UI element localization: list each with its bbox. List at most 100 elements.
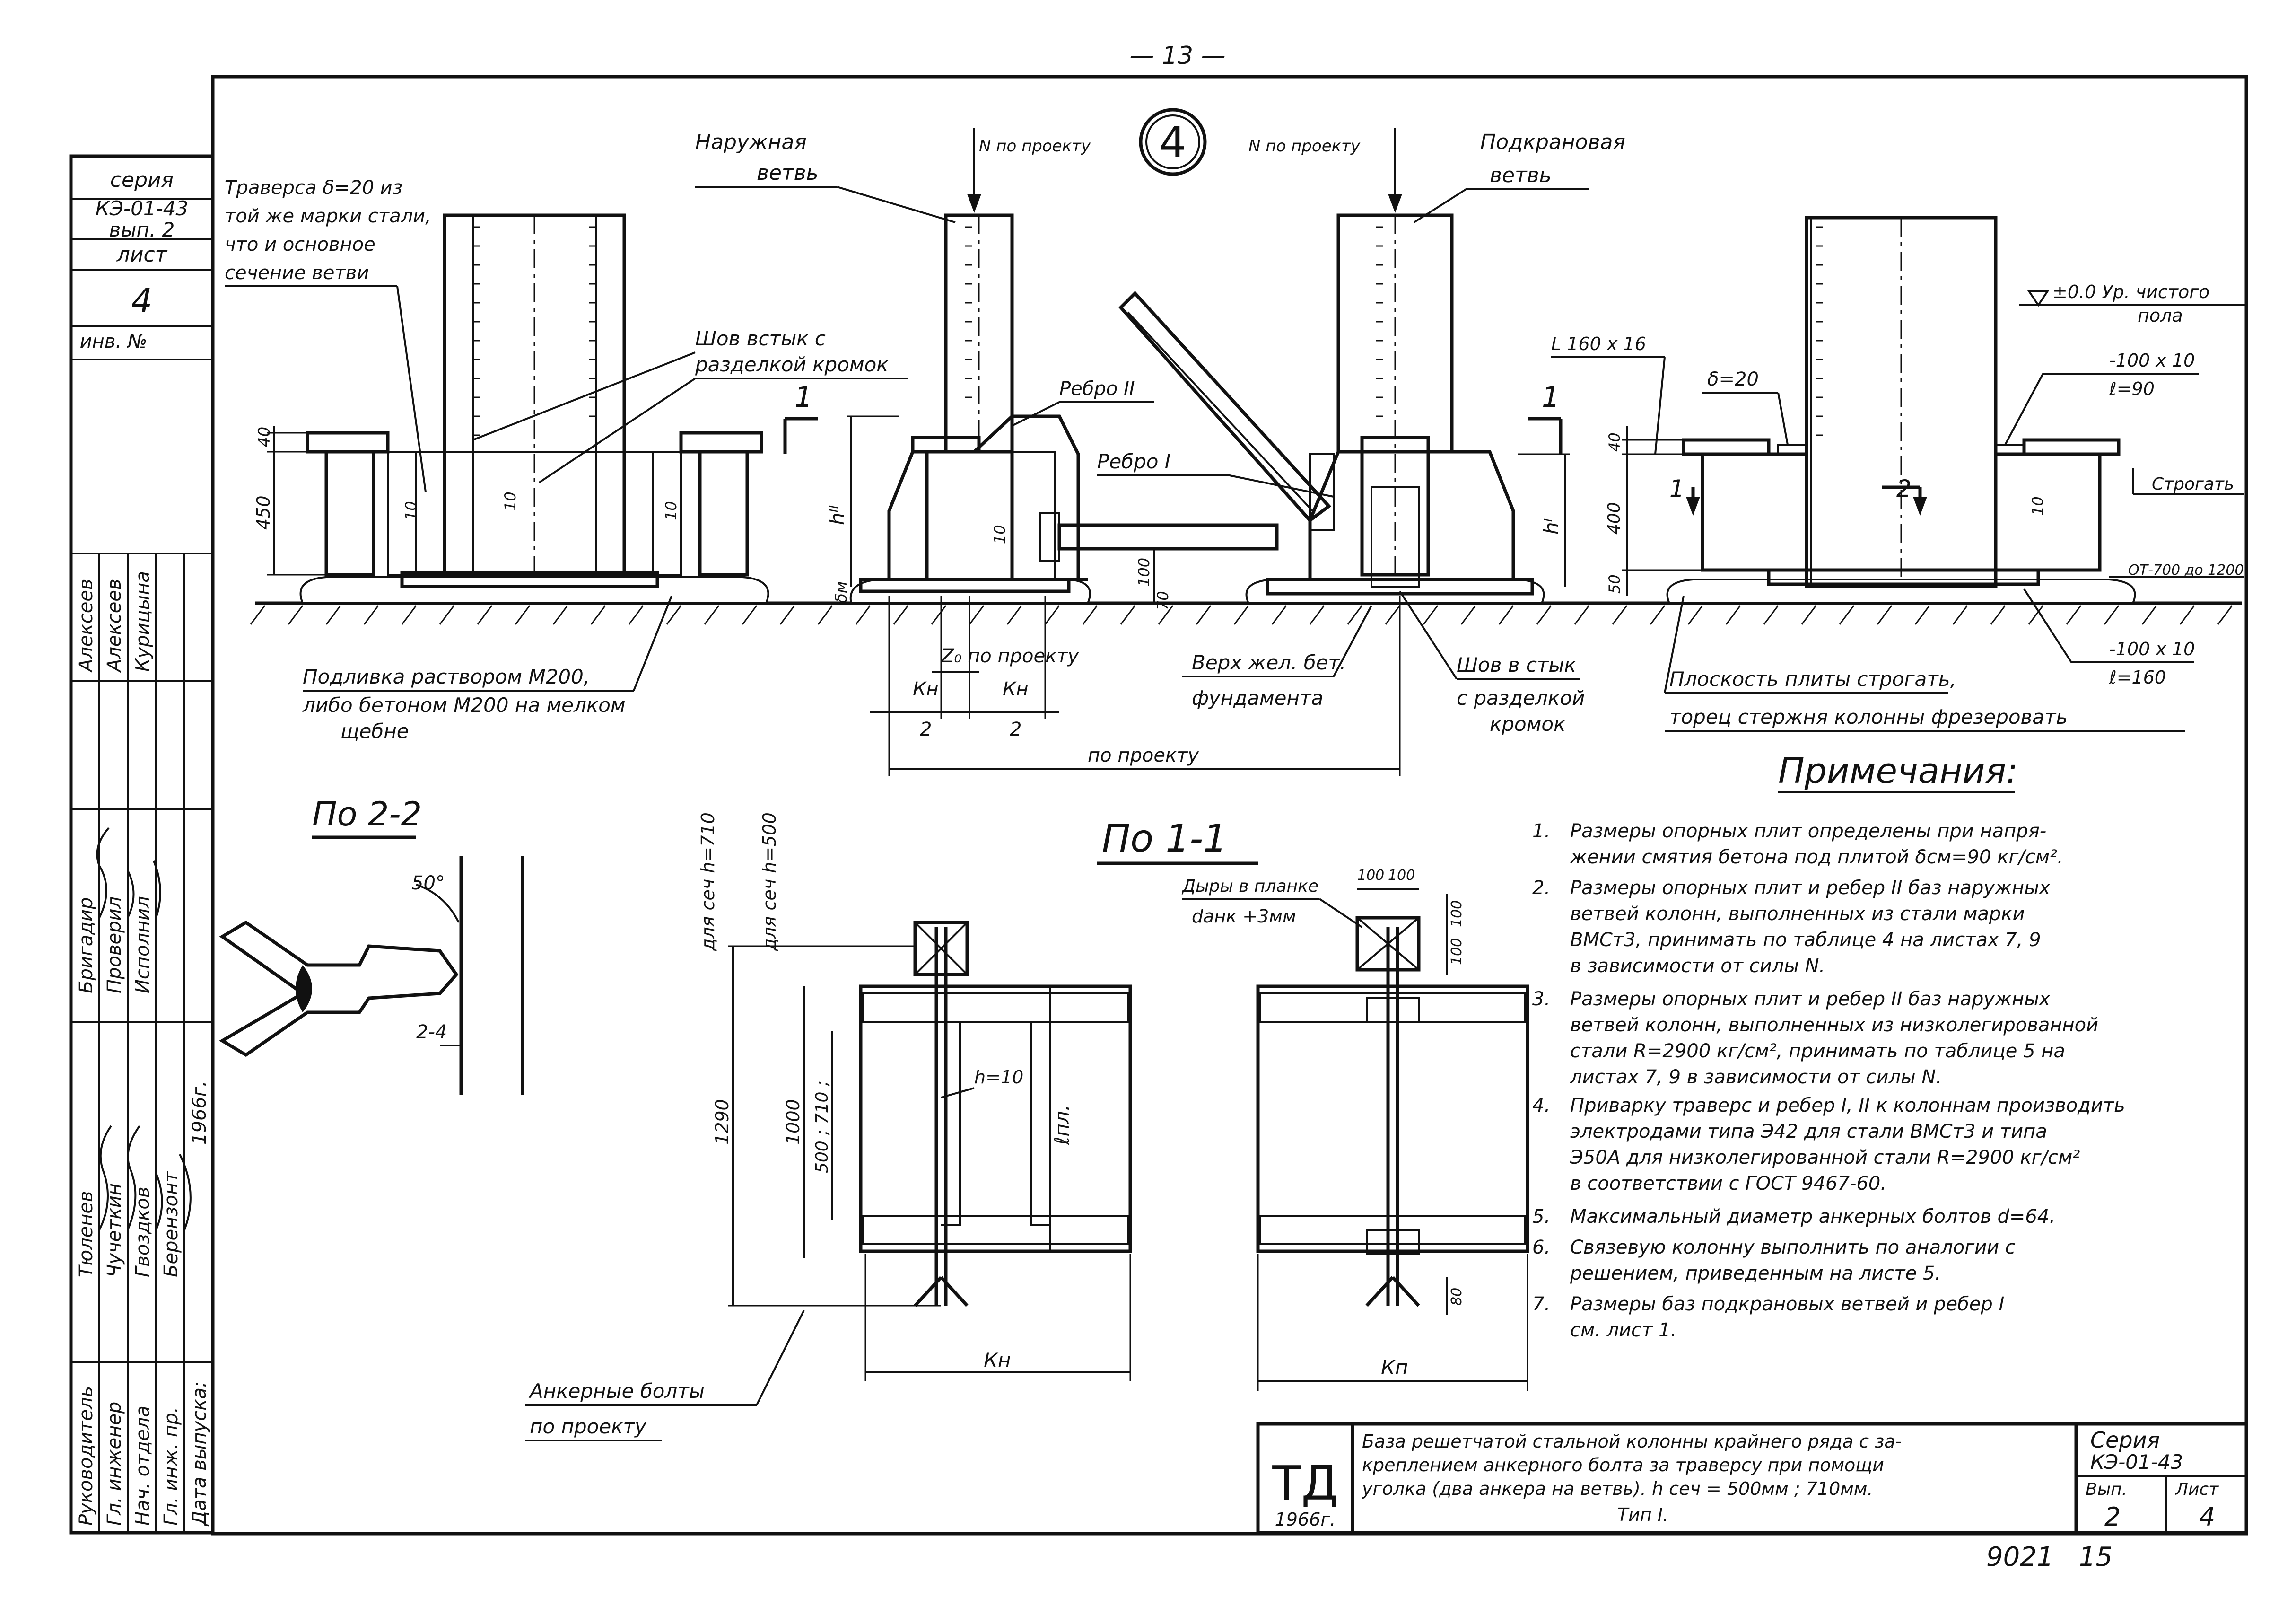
list-label: лист <box>116 243 168 267</box>
svg-text:7.: 7. <box>1532 1293 1550 1315</box>
name-9: Алексеев <box>104 579 125 673</box>
svg-text:жении смятия бетона под плитой: жении смятия бетона под плитой δсм=90 кг… <box>1570 846 2063 868</box>
for-710: для сеч h=710 <box>698 812 718 951</box>
svg-text:По 2-2: По 2-2 <box>312 795 422 834</box>
svg-text:2: 2 <box>2104 1502 2121 1532</box>
svg-text:пола: пола <box>2138 305 2183 326</box>
vyp-value: вып. 2 <box>109 218 175 241</box>
dim-40: 40 <box>255 427 274 447</box>
cut-marker-1-right: 1 <box>1528 381 1563 454</box>
role-4: Гл. инж. пр. <box>160 1407 182 1526</box>
svg-text:в соответствии с ГОСТ 9467-60.: в соответствии с ГОСТ 9467-60. <box>1570 1173 1886 1194</box>
svg-text:см. лист 1.: см. лист 1. <box>1570 1319 1676 1341</box>
dim-h2: hᴵᴵ <box>826 505 849 525</box>
svg-text:стали R=2900 кг/см², принимать: стали R=2900 кг/см², принимать по таблиц… <box>1570 1040 2065 1062</box>
dim-40: 40 <box>1606 432 1624 452</box>
name-1: Тюленев <box>75 1191 97 1277</box>
svg-text:Серия: Серия <box>2090 1427 2160 1453</box>
svg-text:3.: 3. <box>1532 988 1550 1010</box>
kn-label: Кн <box>984 1349 1011 1372</box>
dim-100: 100 <box>1449 900 1465 927</box>
svg-text:Размеры баз подкрановых ветвей: Размеры баз подкрановых ветвей и ребер I <box>1570 1293 2004 1315</box>
outer-branch-label: Наружная ветвь <box>695 130 819 185</box>
svg-text:2.: 2. <box>1532 877 1550 899</box>
svg-text:Вып.: Вып. <box>2086 1480 2127 1499</box>
svg-text:Приварку траверс и ребер I, II: Приварку траверс и ребер I, II к колонна… <box>1570 1095 2125 1116</box>
section-2-2: По 2-2 50° 2-4 <box>219 795 524 1095</box>
svg-text:КЭ-01-43: КЭ-01-43 <box>2090 1450 2183 1474</box>
svg-text:уголка (два анкера на ветвь).: уголка (два анкера на ветвь). h сеч = 50… <box>1362 1478 1873 1499</box>
svg-text:в зависимости от силы N.: в зависимости от силы N. <box>1570 955 1825 977</box>
cut2-label-right: 2 <box>1896 475 1912 502</box>
plate-bottom-label: -100 x 10 ℓ=160 <box>2109 639 2200 688</box>
bottom-dimensions: Z₀ по проекту Кн 2 Кн 2 по проекту <box>870 596 1401 776</box>
holes-label: Дыры в планке <box>1181 877 1318 896</box>
dim-h1: hᴵ <box>1540 518 1563 535</box>
cut-marker-1-left: 1 <box>783 381 818 454</box>
inv-label: инв. № <box>80 331 148 352</box>
section-marker: 4 <box>1159 118 1186 167</box>
dim-100: 100 <box>1388 867 1415 884</box>
name-5: Бригадир <box>75 897 97 993</box>
kn-half-right-label: Кн <box>1003 678 1029 700</box>
svg-text:Максимальный диаметр анкерных: Максимальный диаметр анкерных болтов d=6… <box>1570 1206 2055 1228</box>
svg-text:1966г.: 1966г. <box>1275 1509 1336 1530</box>
plate-plane-label: Плоскость плиты строгать, торец стержня … <box>1669 667 2068 729</box>
drawing-frame <box>211 75 2248 1536</box>
role-3: Нач. отдела <box>132 1405 154 1526</box>
svg-text:±0.0 Ур. чистого: ±0.0 Ур. чистого <box>2052 281 2209 302</box>
list-value: 4 <box>131 281 153 320</box>
kn-half-left-label: Кн <box>913 678 939 700</box>
n-right-label: N по проекту <box>1248 137 1361 156</box>
dim-100: 100 <box>1449 938 1465 965</box>
dim-70: 70 <box>1154 591 1172 610</box>
center-base-elevation: hᴵᴵ hᴵ δм 100 70 10 <box>826 128 1570 610</box>
svg-text:решением, приведенным на листе: решением, приведенным на листе 5. <box>1570 1263 1941 1284</box>
dim-80: 80 <box>1449 1288 1465 1306</box>
svg-text:База решетчатой стальной колон: База решетчатой стальной колонны крайнег… <box>1362 1431 1902 1452</box>
dim-bm: δм <box>832 581 851 603</box>
n-left-label: N по проекту <box>979 137 1091 156</box>
svg-text:Тип I.: Тип I. <box>1617 1504 1668 1525</box>
dim-100: 100 <box>1357 867 1384 884</box>
kn-half-left-den: 2 <box>920 719 932 740</box>
section-marker-circle <box>1139 108 1207 176</box>
svg-text:Размеры опорных плит определен: Размеры опорных плит определены при напр… <box>1570 820 2046 842</box>
dim-10: 10 <box>2029 496 2047 516</box>
section-1-1: По 1-1 1290 1000 500 ; 710 ; ℓпл. д <box>525 812 1529 1441</box>
svg-text:По 1-1: По 1-1 <box>1102 817 1227 860</box>
cut2-label-left: 1 <box>1669 475 1685 502</box>
svg-text:1.: 1. <box>1532 820 1550 842</box>
title-stamp: ТД 1966г. База решетчатой стальной колон… <box>1256 1422 2248 1535</box>
sign-year: 1966г. <box>189 1080 210 1145</box>
weld-butt-label: Шов встык с разделкой кромок <box>695 327 889 376</box>
svg-text:ветвей колонн, выполненных из: ветвей колонн, выполненных из стали марк… <box>1570 903 2025 925</box>
svg-text:4: 4 <box>2199 1502 2215 1532</box>
name-4: Берензонт <box>160 1171 182 1277</box>
svg-text:6.: 6. <box>1532 1237 1550 1258</box>
l-pl: ℓпл. <box>1050 1105 1074 1145</box>
svg-text:4.: 4. <box>1532 1095 1550 1116</box>
page-number: — 13 — <box>1129 42 1225 70</box>
plane-mark-label: Строгать <box>2152 474 2234 494</box>
role-2: Гл. инженер <box>104 1402 125 1526</box>
ot700-label: ОТ-700 до 1200 <box>2128 562 2244 579</box>
role-5: Дата выпуска: <box>189 1381 210 1527</box>
seria-value: КЭ-01-43 <box>96 197 188 220</box>
svg-text:1: 1 <box>1542 381 1560 414</box>
svg-text:50°: 50° <box>411 872 445 894</box>
svg-text:листах 7, 9 в зависимости от с: листах 7, 9 в зависимости от силы N. <box>1570 1066 1942 1088</box>
rib2-label: Ребро II <box>1059 378 1135 400</box>
name-7: Исполнил <box>132 896 154 993</box>
dim-1290: 1290 <box>712 1099 733 1145</box>
h10: h=10 <box>974 1067 1023 1088</box>
dim-50: 50 <box>1606 574 1624 594</box>
svg-text:Э50А для низколегированной ста: Э50А для низколегированной стали R=2900 … <box>1570 1147 2080 1168</box>
name-8: Алексеев <box>75 579 97 673</box>
ground-hatch <box>250 605 2233 625</box>
floor-level-mark: ±0.0 Ур. чистого пола <box>2019 281 2246 326</box>
dim-10: 10 <box>402 501 420 520</box>
delta20-label: δ=20 <box>1707 369 1759 390</box>
name-2: Чучеткин <box>104 1183 125 1277</box>
